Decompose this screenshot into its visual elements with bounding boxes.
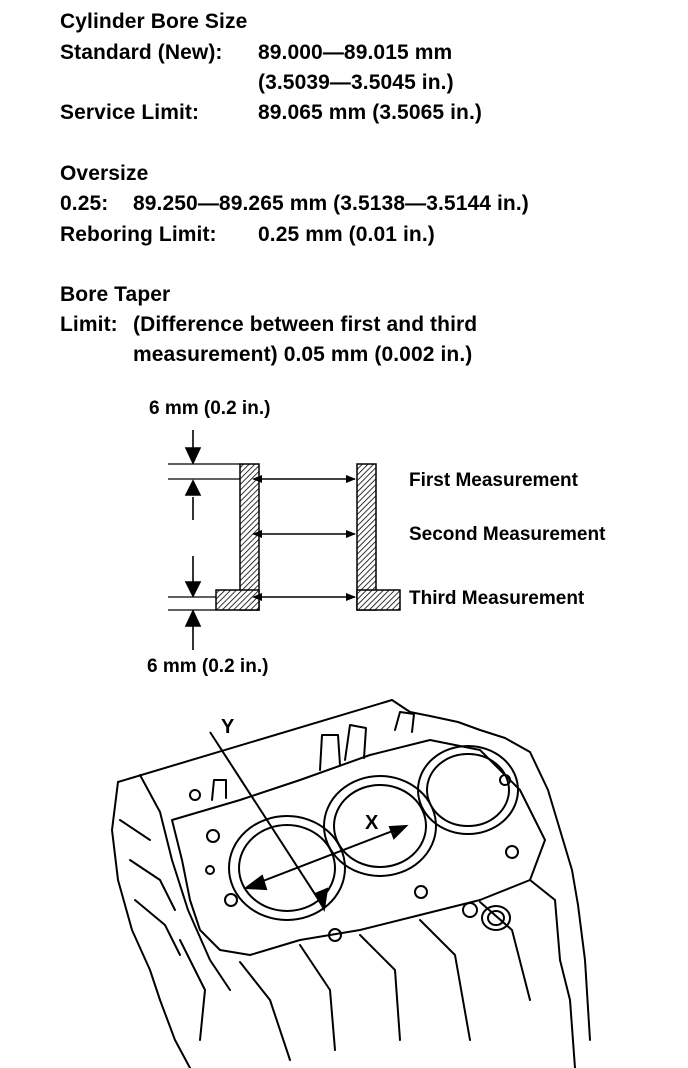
oversize-heading: Oversize [60, 162, 149, 185]
service-limit-value: 89.065 mm (3.5065 in.) [258, 101, 482, 124]
reboring-limit-label: Reboring Limit: [60, 223, 217, 246]
service-limit-label: Service Limit: [60, 101, 200, 124]
offset-arrows [184, 430, 202, 650]
offset-reference-lines [168, 463, 240, 611]
standard-label: Standard (New): [60, 41, 223, 64]
cylinder-wall-right [356, 463, 401, 611]
axis-x-label: X [365, 812, 379, 834]
bore-axis-lines [209, 731, 409, 912]
taper-limit-label: Limit: [60, 313, 118, 336]
cylinder-wall-left [215, 463, 260, 611]
top-offset-label: 6 mm (0.2 in.) [149, 398, 271, 419]
axis-y-label: Y [221, 716, 235, 738]
bore-size-heading: Cylinder Bore Size [60, 10, 248, 33]
reboring-limit-value: 0.25 mm (0.01 in.) [258, 223, 435, 246]
second-measurement-label: Second Measurement [409, 524, 606, 545]
oversize-size-value: 89.250—89.265 mm (3.5138—3.5144 in.) [133, 192, 529, 215]
third-measurement-label: Third Measurement [409, 588, 585, 609]
axis-x-line [249, 826, 404, 887]
taper-limit-line1: (Difference between first and third [133, 313, 478, 336]
bottom-offset-label: 6 mm (0.2 in.) [147, 656, 269, 677]
bore-taper-heading: Bore Taper [60, 283, 171, 306]
engine-block-illustration [111, 699, 591, 1068]
oversize-size-label: 0.25: [60, 192, 109, 215]
standard-value: 89.000—89.015 mm [258, 41, 453, 64]
standard-value-in: (3.5039—3.5045 in.) [258, 71, 454, 94]
axis-y-line [209, 731, 323, 906]
taper-limit-line2: measurement) 0.05 mm (0.002 in.) [133, 343, 473, 366]
first-measurement-label: First Measurement [409, 470, 578, 491]
